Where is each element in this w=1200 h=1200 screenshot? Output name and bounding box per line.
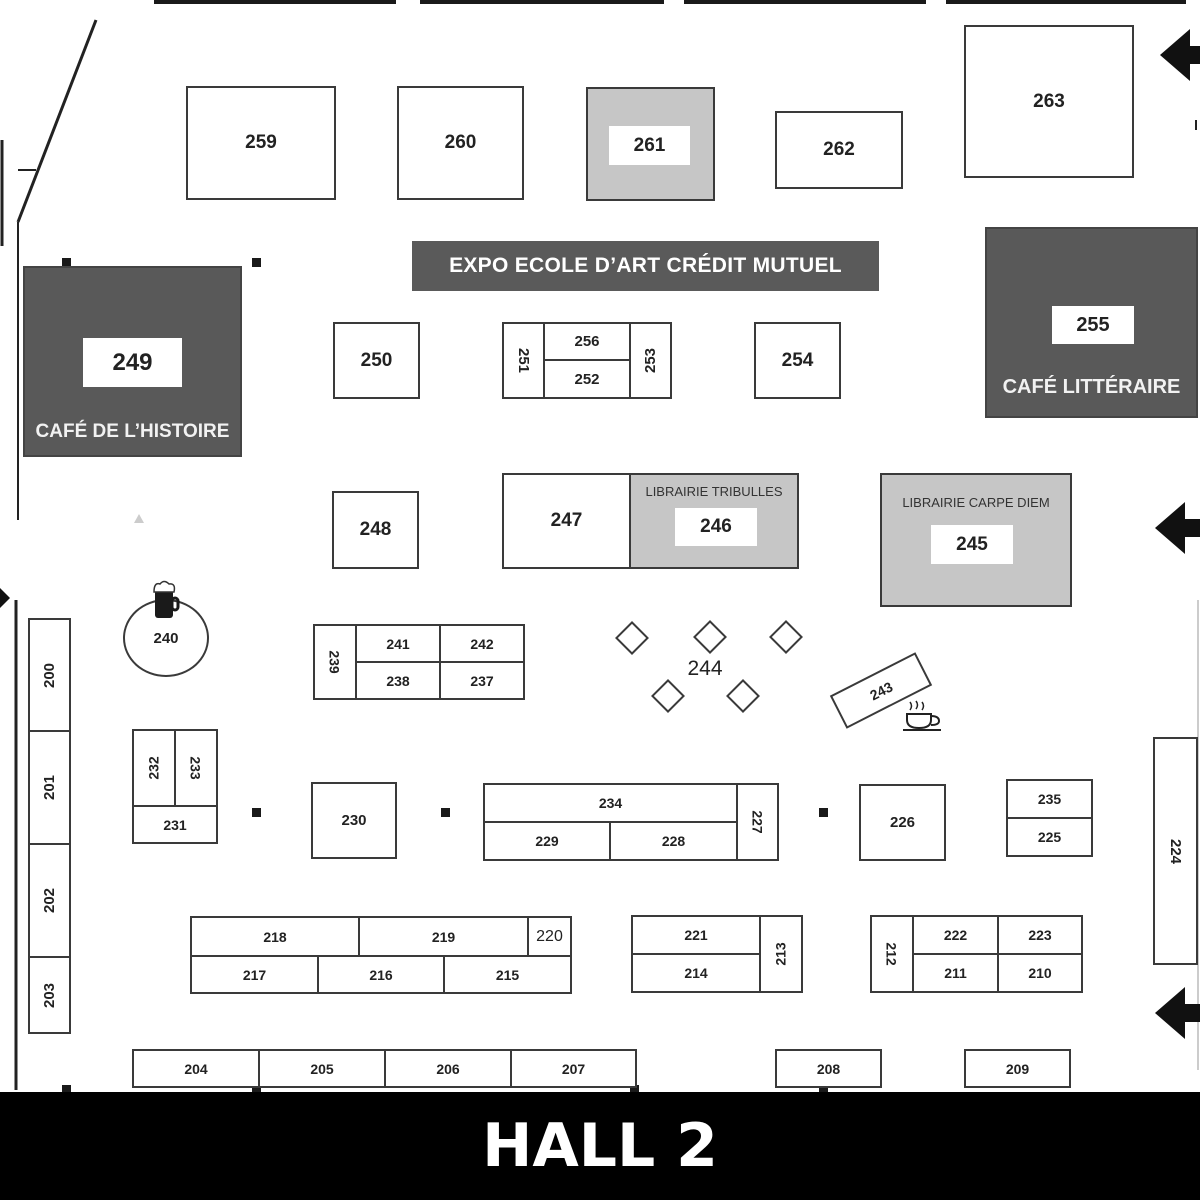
pillar-icon — [630, 1085, 639, 1094]
top-wall-segment — [420, 0, 664, 4]
librairie-carpe-diem-area[interactable] — [880, 473, 1072, 607]
left-edge-marker-icon — [0, 588, 10, 608]
booth-219[interactable]: 219 — [358, 916, 529, 957]
hall-title-footer: HALL 2 — [0, 1092, 1200, 1200]
booth-244-label: 244 — [687, 657, 723, 680]
booth-208[interactable]: 208 — [775, 1049, 882, 1088]
booth-232[interactable]: 232 — [132, 729, 176, 807]
booth-240-label: 240 — [153, 630, 179, 647]
booth-252[interactable]: 252 — [543, 359, 631, 399]
pillar-icon — [62, 258, 71, 267]
booth-201[interactable]: 201 — [28, 730, 71, 845]
booth-247[interactable]: 247 — [502, 473, 631, 569]
booth-206[interactable]: 206 — [384, 1049, 512, 1088]
booth-210[interactable]: 210 — [997, 953, 1083, 993]
booth-213[interactable]: 213 — [759, 915, 803, 993]
booth-218[interactable]: 218 — [190, 916, 360, 957]
entrance-arrow-stem — [1180, 1004, 1200, 1022]
librairie-tribulles-area[interactable] — [629, 473, 799, 569]
pillar-icon — [62, 1085, 71, 1094]
booth-205[interactable]: 205 — [258, 1049, 386, 1088]
booth-256[interactable]: 256 — [543, 322, 631, 361]
triangle-marker-icon — [134, 514, 144, 523]
booth-203[interactable]: 203 — [28, 956, 71, 1034]
booth-234[interactable]: 234 — [483, 783, 738, 823]
booth-250[interactable]: 250 — [333, 322, 420, 399]
booth-226[interactable]: 226 — [859, 784, 946, 861]
booth-253[interactable]: 253 — [629, 322, 672, 399]
top-wall-segment — [684, 0, 926, 4]
booth-220[interactable]: 220 — [527, 916, 572, 957]
booth-245-label: 245 — [931, 525, 1013, 564]
pillar-icon — [441, 808, 450, 817]
booth-211[interactable]: 211 — [912, 953, 999, 993]
booth-200[interactable]: 200 — [28, 618, 71, 732]
cafe-histoire-label: CAFÉ DE L’HISTOIRE — [35, 421, 230, 442]
booth-225[interactable]: 225 — [1006, 817, 1093, 857]
booth-246-label: 246 — [675, 508, 757, 546]
booth-223[interactable]: 223 — [997, 915, 1083, 955]
booth-248[interactable]: 248 — [332, 491, 419, 569]
booth-260[interactable]: 260 — [397, 86, 524, 200]
top-wall-segment — [946, 0, 1186, 4]
entrance-arrow-stem — [1180, 519, 1200, 537]
booth-214[interactable]: 214 — [631, 953, 761, 993]
booth-221[interactable]: 221 — [631, 915, 761, 955]
booth-229[interactable]: 229 — [483, 821, 611, 861]
librairie-carpe-diem-label: LIBRAIRIE CARPE DIEM — [902, 495, 1050, 510]
coffee-cup-icon — [903, 700, 941, 731]
top-wall-segment — [154, 0, 396, 4]
booth-202[interactable]: 202 — [28, 843, 71, 958]
booth-237[interactable]: 237 — [439, 661, 525, 700]
booth-212[interactable]: 212 — [870, 915, 914, 993]
booth-204[interactable]: 204 — [132, 1049, 260, 1088]
booth-209[interactable]: 209 — [964, 1049, 1071, 1088]
booth-238[interactable]: 238 — [355, 661, 441, 700]
pillar-icon — [252, 808, 261, 817]
booth-239[interactable]: 239 — [313, 624, 357, 700]
pillar-icon — [819, 1085, 828, 1094]
pillar-icon — [252, 258, 261, 267]
booth-207[interactable]: 207 — [510, 1049, 637, 1088]
booth-254[interactable]: 254 — [754, 322, 841, 399]
booth-263[interactable]: 263 — [964, 25, 1134, 178]
booth-251[interactable]: 251 — [502, 322, 545, 399]
beer-mug-icon — [153, 580, 180, 618]
booth-228[interactable]: 228 — [609, 821, 738, 861]
cafe-litteraire-label: CAFÉ LITTÉRAIRE — [1002, 376, 1181, 398]
booth-217[interactable]: 217 — [190, 955, 319, 994]
booth-249-label: 249 — [83, 338, 182, 387]
booth-235[interactable]: 235 — [1006, 779, 1093, 819]
librairie-tribulles-label: LIBRAIRIE TRIBULLES — [645, 484, 783, 499]
expo-banner: EXPO ECOLE D’ART CRÉDIT MUTUEL — [412, 241, 879, 291]
booth-231[interactable]: 231 — [132, 805, 218, 844]
booth-230[interactable]: 230 — [311, 782, 397, 859]
booth-224[interactable]: 224 — [1153, 737, 1198, 965]
entrance-arrow-stem — [1185, 46, 1200, 64]
booth-259[interactable]: 259 — [186, 86, 336, 200]
booth-261-label: 261 — [609, 126, 690, 165]
booth-222[interactable]: 222 — [912, 915, 999, 955]
booth-227[interactable]: 227 — [736, 783, 779, 861]
booth-262[interactable]: 262 — [775, 111, 903, 189]
booth-216[interactable]: 216 — [317, 955, 445, 994]
pillar-icon — [819, 808, 828, 817]
booth-241[interactable]: 241 — [355, 624, 441, 663]
booth-242[interactable]: 242 — [439, 624, 525, 663]
booth-233[interactable]: 233 — [174, 729, 218, 807]
booth-215[interactable]: 215 — [443, 955, 572, 994]
pillar-icon — [252, 1085, 261, 1094]
booth-255-label: 255 — [1052, 306, 1134, 344]
